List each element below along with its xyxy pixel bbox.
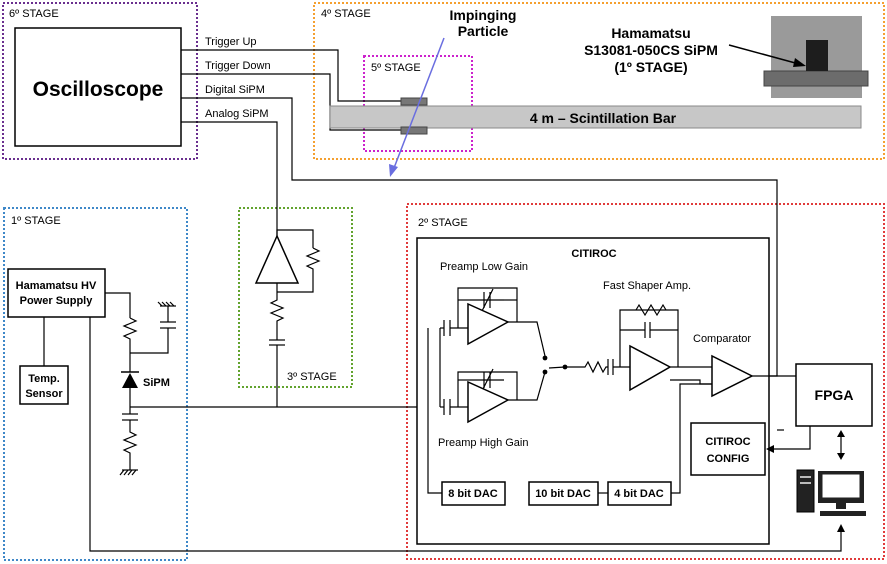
oscilloscope-label: Oscilloscope bbox=[33, 78, 164, 101]
config-arrowhead bbox=[766, 445, 774, 453]
stage3-border bbox=[238, 207, 353, 388]
sipm-label: SiPM bbox=[143, 377, 170, 389]
preamp-low-label: Preamp Low Gain bbox=[440, 261, 528, 273]
stage5-label: 5º STAGE bbox=[371, 62, 421, 74]
digital-sipm-label: Digital SiPM bbox=[205, 84, 265, 96]
stage5-border bbox=[363, 55, 473, 152]
stage4-border bbox=[313, 2, 885, 160]
stage2-label: 2º STAGE bbox=[418, 217, 468, 229]
sipm-pointer-arrow bbox=[728, 44, 800, 65]
stage4-label: 4º STAGE bbox=[321, 8, 371, 20]
hv-return-arrowhead bbox=[837, 524, 845, 532]
stage3-label: 3º STAGE bbox=[287, 371, 337, 383]
sipm-model-line2: S13081-050CS SiPM bbox=[584, 42, 718, 58]
fast-shaper-label: Fast Shaper Amp. bbox=[603, 280, 691, 292]
switch-node-high bbox=[542, 369, 548, 375]
dac-10bit bbox=[528, 481, 599, 506]
preamp-high-label: Preamp High Gain bbox=[438, 437, 529, 449]
dac-8bit-label: 8 bit DAC bbox=[448, 488, 498, 500]
sipm-model-line3: (1º STAGE) bbox=[614, 59, 687, 75]
scintillation-bar bbox=[329, 105, 862, 129]
dac-10bit-label: 10 bit DAC bbox=[535, 488, 591, 500]
trigger-up-label: Trigger Up bbox=[205, 36, 257, 48]
stage1-border bbox=[3, 207, 188, 561]
sipm-device bbox=[806, 40, 828, 71]
dac-8bit bbox=[441, 481, 506, 506]
fast-shaper-amp bbox=[629, 344, 672, 392]
citiroc-config-box bbox=[690, 422, 766, 476]
citiroc-circuit bbox=[427, 287, 784, 494]
temp-sensor bbox=[19, 365, 69, 405]
stage3-amplifier bbox=[254, 229, 321, 407]
comparator-amp bbox=[711, 354, 754, 398]
temp-label-line1: Temp. bbox=[28, 373, 60, 385]
temp-label-line2: Sensor bbox=[25, 388, 63, 400]
hv-power-supply bbox=[7, 268, 106, 318]
preamp-low-gain-amp bbox=[467, 302, 510, 346]
fpga-pc-arrow-up bbox=[837, 430, 845, 437]
stage6-border bbox=[2, 2, 198, 160]
citiroc-label: CITIROC bbox=[571, 248, 616, 260]
particle-label-line1: Impinging bbox=[450, 7, 517, 23]
hv-label-line2: Power Supply bbox=[20, 295, 94, 307]
switch-node-low bbox=[542, 355, 548, 361]
dac-4bit bbox=[607, 481, 672, 506]
switch-output-node bbox=[562, 364, 568, 370]
sipm-model-line1: Hamamatsu bbox=[611, 25, 690, 41]
comparator-label: Comparator bbox=[693, 333, 751, 345]
dac-4bit-label: 4 bit DAC bbox=[614, 488, 664, 500]
fpga-connections bbox=[752, 375, 842, 455]
hv-label-line1: Hamamatsu HV bbox=[16, 280, 97, 292]
trigger-down-label: Trigger Down bbox=[205, 60, 271, 72]
particle-arrowhead bbox=[389, 164, 398, 177]
fpga-label: FPGA bbox=[815, 387, 854, 403]
config-label-line1: CITIROC bbox=[705, 436, 750, 448]
bar-connector-bottom bbox=[400, 126, 428, 135]
sipm-pointer-arrowhead bbox=[793, 58, 806, 67]
stage6-label: 6º STAGE bbox=[9, 8, 59, 20]
analog-sipm-label: Analog SiPM bbox=[205, 108, 269, 120]
analog-signal-wires bbox=[89, 317, 842, 552]
oscilloscope-box bbox=[14, 27, 182, 147]
fpga-box bbox=[795, 363, 873, 427]
preamp-high-gain-amp bbox=[467, 380, 510, 424]
stage1-label: 1º STAGE bbox=[11, 215, 61, 227]
sipm-bias-circuit bbox=[43, 292, 176, 476]
particle-track bbox=[393, 37, 445, 169]
particle-label-line2: Particle bbox=[458, 23, 509, 39]
scintillation-bar-label: 4 m – Scintillation Bar bbox=[530, 110, 677, 126]
bar-connector-top bbox=[400, 97, 428, 106]
fpga-pc-arrow-down bbox=[837, 453, 845, 460]
computer-icon bbox=[796, 469, 866, 516]
sipm-mount bbox=[763, 70, 869, 87]
config-label-line2: CONFIG bbox=[707, 453, 750, 465]
sipm-diode bbox=[122, 373, 138, 388]
